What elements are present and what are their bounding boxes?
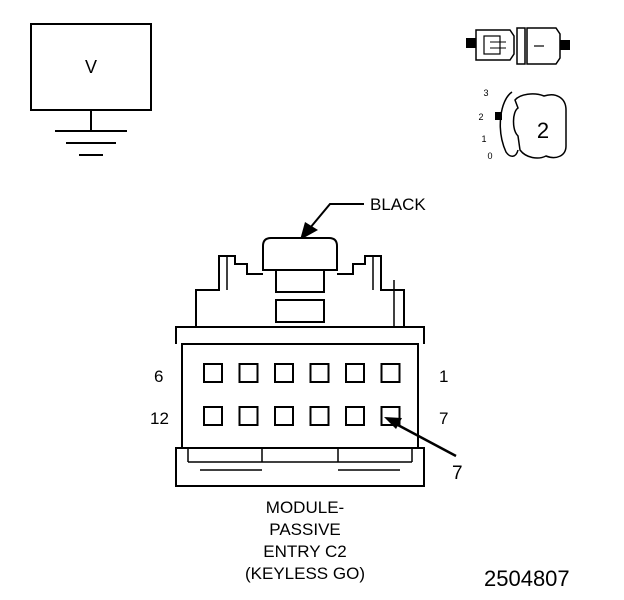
cavity-pin-1 bbox=[380, 363, 401, 383]
voltage-ground-symbol: V bbox=[30, 23, 152, 156]
connector-housing bbox=[175, 237, 425, 487]
pin-label-6: 6 bbox=[154, 367, 163, 386]
cavity-pin-9 bbox=[309, 406, 330, 426]
lock-position-icon: 3 2 1 0 2 bbox=[478, 88, 567, 161]
lock-scale-3: 3 bbox=[483, 88, 488, 98]
lock-scale-0: 0 bbox=[487, 151, 492, 161]
connector-caption: MODULE- PASSIVE ENTRY C2 (KEYLESS GO) bbox=[200, 497, 410, 585]
cavity-pin-5 bbox=[238, 363, 259, 383]
pin-label-7: 7 bbox=[439, 409, 448, 428]
cavity-pin-6 bbox=[203, 363, 223, 383]
caption-line-2: PASSIVE bbox=[269, 520, 341, 539]
color-callout: BLACK bbox=[300, 195, 426, 240]
connector-color-label: BLACK bbox=[370, 195, 426, 214]
connector-face bbox=[181, 343, 419, 449]
lock-number: 2 bbox=[537, 118, 549, 143]
cavity-pin-8 bbox=[345, 406, 365, 426]
pin-callout: 7 bbox=[384, 417, 463, 484]
cavity-pin-12 bbox=[203, 406, 223, 426]
caption-line-1: MODULE- bbox=[265, 498, 345, 517]
cavity-pin-4 bbox=[274, 363, 294, 383]
pin-cavities bbox=[203, 363, 401, 426]
figure-number: 2504807 bbox=[484, 566, 570, 591]
caption-line-3: ENTRY C2 bbox=[263, 542, 347, 561]
lock-scale-2: 2 bbox=[478, 112, 483, 122]
connector-type-icon bbox=[466, 27, 570, 65]
cavity-pin-2 bbox=[345, 363, 365, 383]
callout-pin-number: 7 bbox=[452, 463, 463, 484]
pin-label-12: 12 bbox=[150, 409, 169, 428]
voltage-label: V bbox=[85, 57, 97, 77]
lock-scale-1: 1 bbox=[481, 134, 486, 144]
cavity-pin-3 bbox=[309, 363, 330, 383]
cavity-pin-11 bbox=[238, 406, 259, 426]
caption-line-4: (KEYLESS GO) bbox=[245, 564, 365, 583]
voltage-box bbox=[30, 23, 152, 111]
pin-label-1: 1 bbox=[439, 367, 448, 386]
cavity-pin-10 bbox=[274, 406, 294, 426]
